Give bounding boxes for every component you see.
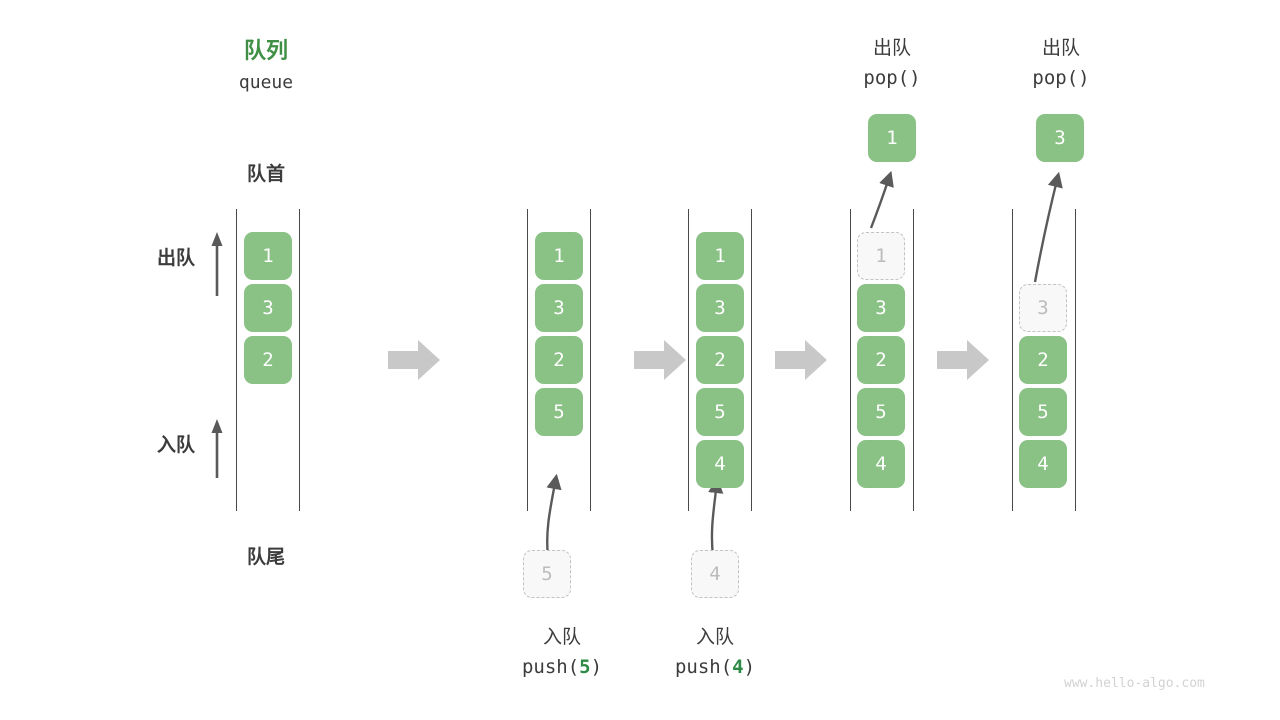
step-caption-cn: 入队: [695, 627, 734, 648]
front-label: 队首: [246, 164, 285, 185]
code-suffix: ): [743, 656, 756, 678]
step-transition-arrow: [775, 337, 827, 383]
push-5-arrow: [546, 473, 562, 557]
queue-cell: 2: [1019, 336, 1067, 384]
queue-cell: 1: [696, 232, 744, 280]
queue-cell: 4: [857, 440, 905, 488]
queue-cell: 4: [1019, 440, 1067, 488]
queue-cell: 1: [244, 232, 292, 280]
step-caption-code: pop(): [1032, 67, 1090, 89]
queue-rail-left: [688, 209, 690, 511]
code-suffix: ): [590, 656, 603, 678]
queue-cell: 5: [535, 388, 583, 436]
push-4-arrow: [708, 477, 724, 557]
code-prefix: push(: [521, 656, 580, 678]
watermark: www.hello-algo.com: [1064, 676, 1205, 691]
step-transition-arrow: [937, 337, 989, 383]
pop-1-arrow: [869, 170, 894, 229]
queue-rail-right: [590, 209, 592, 511]
code-prefix: push(: [674, 656, 733, 678]
queue-rail-left: [1012, 209, 1014, 511]
queue-rail-right: [751, 209, 753, 511]
code-value: 5: [579, 656, 591, 678]
queue-cell: 2: [535, 336, 583, 384]
step-caption-cn: 出队: [872, 38, 911, 59]
queue-cell: 3: [244, 284, 292, 332]
code-value: 4: [732, 656, 744, 678]
dequeue-direction-arrow: [211, 232, 223, 296]
pop-3-arrow: [1033, 171, 1063, 283]
queue-cell-ghost: 1: [857, 232, 905, 280]
popped-cell: 1: [868, 114, 916, 162]
enqueue-label: 入队: [156, 435, 195, 456]
queue-cell: 2: [244, 336, 292, 384]
queue-cell: 3: [535, 284, 583, 332]
queue-rail-right: [299, 209, 301, 511]
queue-rail-right: [1075, 209, 1077, 511]
queue-rail-left: [236, 209, 238, 511]
queue-rail-left: [850, 209, 852, 511]
queue-rail-left: [527, 209, 529, 511]
queue-rail-right: [913, 209, 915, 511]
popped-cell: 3: [1036, 114, 1084, 162]
step-caption-code: pop(): [863, 67, 921, 89]
step-caption-code: push(4): [635, 656, 795, 678]
page-title: 队列: [243, 38, 288, 63]
incoming-ghost-cell: 4: [691, 550, 739, 598]
step-caption-cn: 出队: [1041, 38, 1080, 59]
queue-cell: 2: [696, 336, 744, 384]
queue-cell: 5: [1019, 388, 1067, 436]
step-caption-cn: 入队: [542, 627, 581, 648]
step-caption-code: push(5): [482, 656, 642, 678]
dequeue-label: 出队: [156, 248, 195, 269]
step-transition-arrow: [634, 337, 686, 383]
incoming-ghost-cell: 5: [523, 550, 571, 598]
step-transition-arrow: [388, 337, 440, 383]
queue-cell-ghost: 3: [1019, 284, 1067, 332]
queue-cell: 4: [696, 440, 744, 488]
enqueue-direction-arrow: [211, 419, 223, 478]
queue-cell: 3: [696, 284, 744, 332]
queue-cell: 2: [857, 336, 905, 384]
rear-label: 队尾: [246, 547, 285, 568]
queue-cell: 3: [857, 284, 905, 332]
queue-cell: 5: [696, 388, 744, 436]
page-title-code: queue: [238, 72, 294, 93]
queue-cell: 5: [857, 388, 905, 436]
queue-cell: 1: [535, 232, 583, 280]
